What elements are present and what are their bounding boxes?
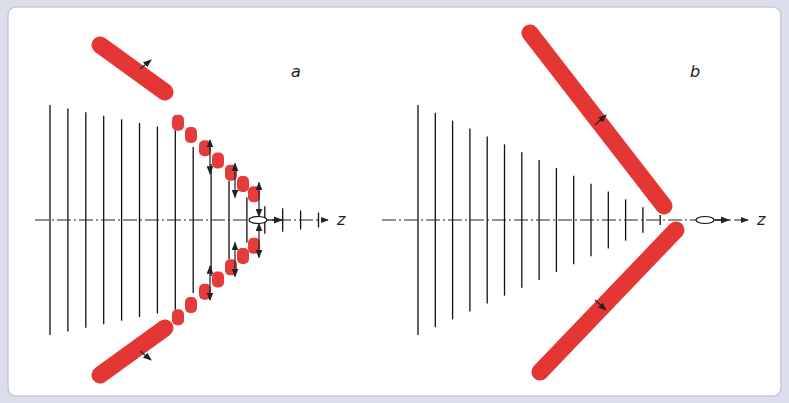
electron-blob <box>199 140 211 156</box>
field-line <box>573 176 574 264</box>
axis-label: z <box>757 212 765 228</box>
field-line <box>139 123 140 317</box>
motion-arrow <box>715 219 729 220</box>
electron-blob <box>248 186 260 202</box>
field-line <box>556 168 557 272</box>
electron-bunch <box>530 33 664 206</box>
panel-label: a <box>291 64 301 80</box>
field-line <box>318 213 319 228</box>
electron-blob <box>185 297 197 313</box>
electron-blob <box>185 127 197 143</box>
panel-label: b <box>690 64 700 80</box>
electron-blob <box>212 272 224 288</box>
oscillation-arrow <box>258 224 259 258</box>
z-axis <box>35 219 328 220</box>
motion-arrow <box>140 351 151 360</box>
oscillation-arrow <box>234 243 235 277</box>
z-axis <box>382 219 748 220</box>
electron-blob <box>248 238 260 254</box>
electron-blob <box>172 309 184 325</box>
axis-label: z <box>337 212 345 228</box>
field-line <box>49 105 50 335</box>
electron-blob <box>172 115 184 131</box>
oscillation-arrow <box>209 266 210 300</box>
electron-bunch <box>100 328 165 375</box>
oscillation-arrow <box>209 140 210 174</box>
electron-bunch <box>100 45 165 92</box>
motion-arrow <box>268 219 282 220</box>
frame <box>8 7 781 396</box>
motion-arrow <box>595 115 606 125</box>
electron-bunch <box>540 230 676 372</box>
motion-arrow <box>595 300 606 310</box>
electron-blob <box>237 176 249 192</box>
motion-arrow <box>140 60 151 69</box>
witness-bunch <box>249 217 267 224</box>
electron-blob <box>212 152 224 168</box>
oscillation-arrow <box>234 163 235 197</box>
witness-bunch <box>696 217 714 224</box>
electron-blob <box>237 248 249 264</box>
oscillation-arrow <box>258 182 259 216</box>
electron-blob <box>199 284 211 300</box>
field-line <box>121 119 122 320</box>
